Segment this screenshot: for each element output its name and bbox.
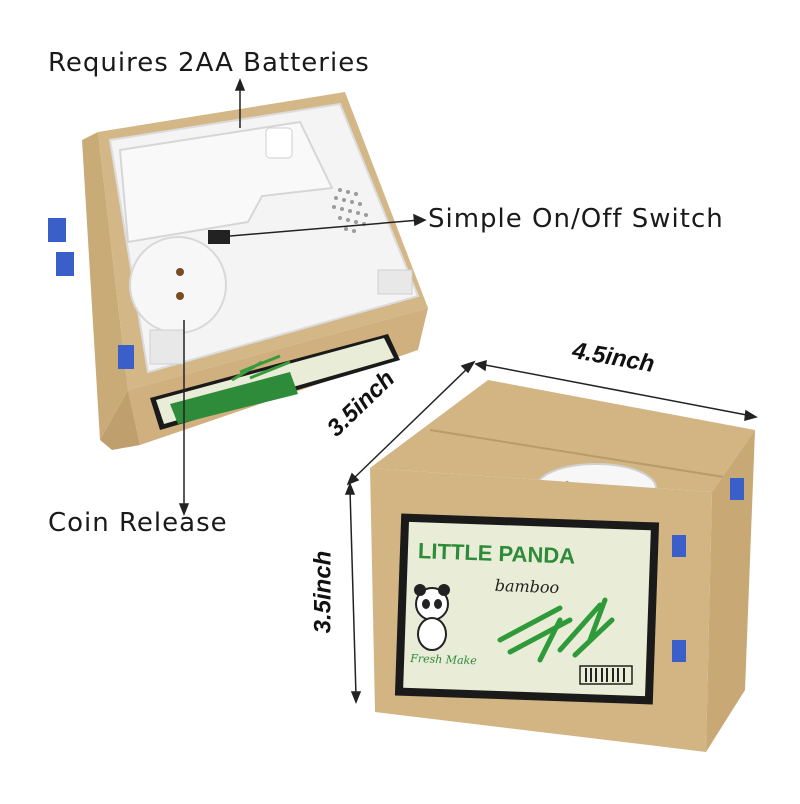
- box-top-face: [370, 380, 755, 492]
- coin-release-cap: [129, 236, 227, 334]
- box-label-tagline: Fresh Make: [409, 652, 478, 667]
- box-label-title: LITTLE PANDA: [418, 538, 576, 568]
- on-off-switch: [208, 230, 230, 244]
- callout-switch: Simple On/Off Switch: [428, 204, 724, 234]
- battery-latch: [265, 127, 293, 159]
- bamboo-leaves-icon: [231, 354, 291, 382]
- blue-sticker: [48, 218, 66, 242]
- front-label-band: [170, 372, 298, 424]
- bamboo-leaves-icon: [497, 597, 615, 663]
- callout-lines: [178, 77, 758, 705]
- panda-icon: [414, 584, 450, 651]
- box-left-side: [82, 132, 128, 440]
- callout-coin-release: Coin Release: [48, 508, 228, 538]
- dimension-height: 3.5inch: [309, 550, 337, 634]
- box-right-side: [706, 430, 755, 752]
- speaker-grill-icon: [332, 188, 368, 233]
- callout-batteries: Requires 2AA Batteries: [48, 48, 370, 78]
- box-label-subtitle: bamboo: [494, 576, 559, 597]
- box-front-view: [370, 380, 755, 752]
- blue-sticker: [730, 478, 744, 500]
- box-bottom-view: [48, 92, 428, 450]
- barcode-icon: [579, 665, 633, 685]
